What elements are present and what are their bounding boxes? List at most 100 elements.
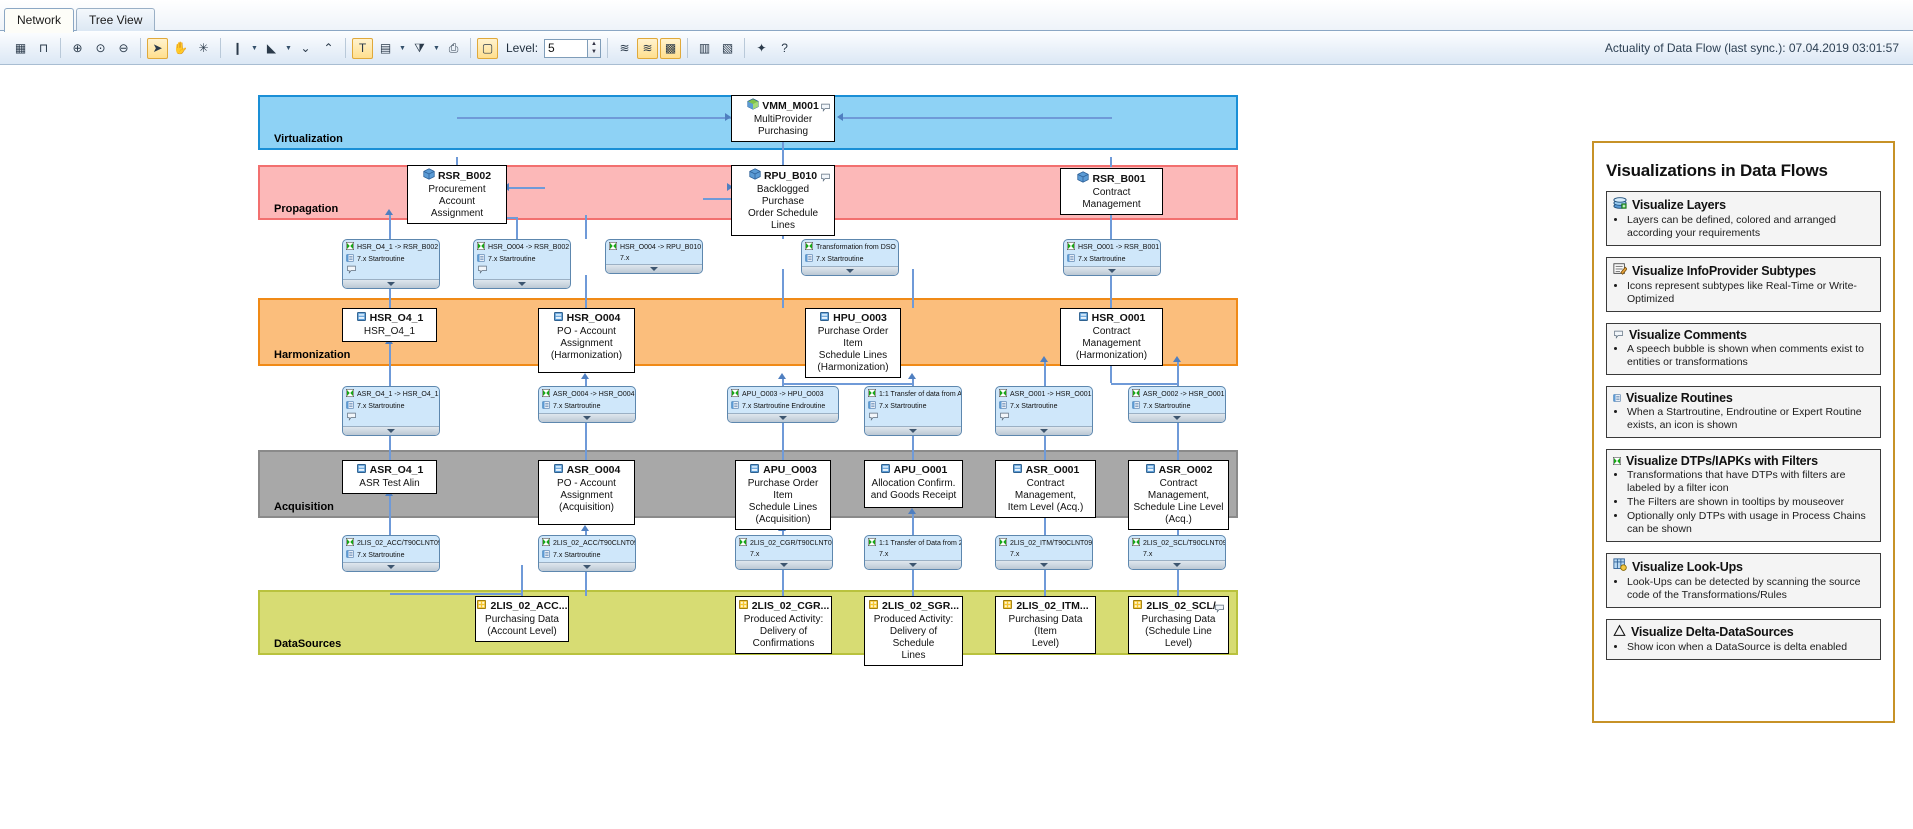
speech-bubble-icon[interactable] [1214,600,1225,618]
zoom-in-icon[interactable]: ⊕ [72,41,83,55]
refresh-sync-icon[interactable]: ✦ [756,41,767,55]
filter-dtp-dropdown-arrow[interactable]: ▼ [433,44,440,52]
transformation-t4[interactable]: Transformation from DSO HP...7.x Startro… [801,239,899,276]
lookup-icon[interactable]: ▤ [379,41,392,55]
transformation-expand-toggle[interactable] [802,266,898,275]
level-input[interactable]: 5 [544,38,589,58]
flow-direction-icon[interactable]: ◣ [266,41,277,55]
lookup-dropdown-arrow[interactable]: ▼ [399,44,406,52]
speech-bubble-icon[interactable] [820,99,831,117]
magic-wand-icon[interactable]: ✳ [198,41,209,55]
layers-show-icon[interactable]: ≋ [637,37,659,59]
transformation-expand-toggle[interactable] [1129,413,1225,422]
transformation-expand-toggle[interactable] [606,264,702,273]
color-palette-icon[interactable]: ▩ [660,37,682,59]
node-2LIS_02_CGR[interactable]: 2LIS_02_CGR...Produced Activity:Delivery… [735,596,832,654]
print-icon[interactable]: ⎙ [448,40,459,55]
transformation-expand-toggle[interactable] [474,278,570,288]
transformation-expand-toggle[interactable] [343,278,439,288]
layout-vertical-dropdown-arrow[interactable]: ▼ [251,44,258,52]
zoom-fit-icon[interactable]: ⊙ [95,41,106,55]
magnet-snap-icon[interactable]: ⊓ [38,41,49,55]
node-subtitle: Produced Activity: [743,614,824,625]
tab-network[interactable]: Network [4,8,75,32]
flow-direction-dropdown-arrow[interactable]: ▼ [285,44,292,52]
transformation-t12[interactable]: 2LIS_02_ACC/T90CLNT090 ->7.x Startroutin… [342,535,440,572]
transformation-t15[interactable]: 1:1 Transfer of Data from 2LIS...7.x [864,535,962,570]
level-stepper-up[interactable]: ▲ [591,40,597,47]
transformation-expand-toggle[interactable] [1064,266,1160,275]
text-labels-icon[interactable]: T [352,37,373,59]
speech-bubble-icon[interactable] [477,265,488,278]
transformation-expand-toggle[interactable] [343,425,439,435]
select-pointer-icon[interactable]: ➤ [147,37,168,59]
filter-dtp-icon[interactable]: ⧩ [414,40,425,55]
transformation-t16[interactable]: 2LIS_02_ITM/T90CLNT090 ->7.x [995,535,1093,570]
edge-vertical [389,344,391,386]
pan-hand-icon[interactable]: ✋ [173,41,188,55]
transformation-expand-toggle[interactable] [728,413,838,422]
routine-icon [1067,253,1075,266]
tab-tree-view[interactable]: Tree View [76,8,156,32]
transformation-expand-toggle[interactable] [996,425,1092,435]
transformation-t13[interactable]: 2LIS_02_ACC/T90CLNT090 ->7.x Startroutin… [538,535,636,572]
transformation-expand-toggle[interactable] [539,562,635,571]
zoom-out-icon[interactable]: ⊖ [118,41,129,55]
transformation-t9[interactable]: 1:1 Transfer of data from APU...7.x Star… [864,386,962,436]
level-stepper-down[interactable]: ▼ [591,49,597,56]
grid-icon[interactable]: ▦ [14,41,27,55]
node-2LIS_02_ACC[interactable]: 2LIS_02_ACC...Purchasing Data(Account Le… [475,596,569,642]
frame-border-icon[interactable]: ▢ [477,37,498,59]
level-stepper[interactable]: ▲▼ [588,38,602,58]
node-2LIS_02_SCL[interactable]: 2LIS_02_SCL/...Purchasing Data(Schedule … [1128,596,1229,654]
transformation-expand-toggle[interactable] [539,413,635,422]
transformation-expand-toggle[interactable] [1129,560,1225,569]
edge-arrowhead [1040,356,1048,362]
transformation-expand-toggle[interactable] [736,560,832,569]
transformation-expand-toggle[interactable] [343,562,439,571]
layout-vertical-icon[interactable]: ❙ [232,41,243,55]
node-2LIS_02_SGR[interactable]: 2LIS_02_SGR...Produced Activity:Delivery… [864,596,963,666]
transformation-expand-toggle[interactable] [865,560,961,569]
speech-bubble-icon[interactable] [999,412,1010,425]
transformation-t17[interactable]: 2LIS_02_SCL/T90CLNT090 ->7.x [1128,535,1226,570]
transformation-expand-toggle[interactable] [996,560,1092,569]
transformation-t14[interactable]: 2LIS_02_CGR/T90CLNT090 ->7.x [735,535,833,570]
transformation-expand-toggle[interactable] [865,425,961,435]
speech-bubble-icon[interactable] [346,412,357,425]
table-view-icon[interactable]: ▥ [698,41,711,55]
export-excel-icon[interactable]: ▧ [721,41,734,55]
speech-bubble-icon[interactable] [820,169,831,187]
collapse-up-icon[interactable]: ⌃ [323,41,334,55]
speech-bubble-icon[interactable] [868,412,879,425]
help-icon[interactable]: ? [781,41,788,55]
layers-edit-icon[interactable]: ≋ [619,41,630,55]
speech-bubble-icon[interactable] [346,265,357,278]
expand-down-icon[interactable]: ⌄ [300,41,311,55]
